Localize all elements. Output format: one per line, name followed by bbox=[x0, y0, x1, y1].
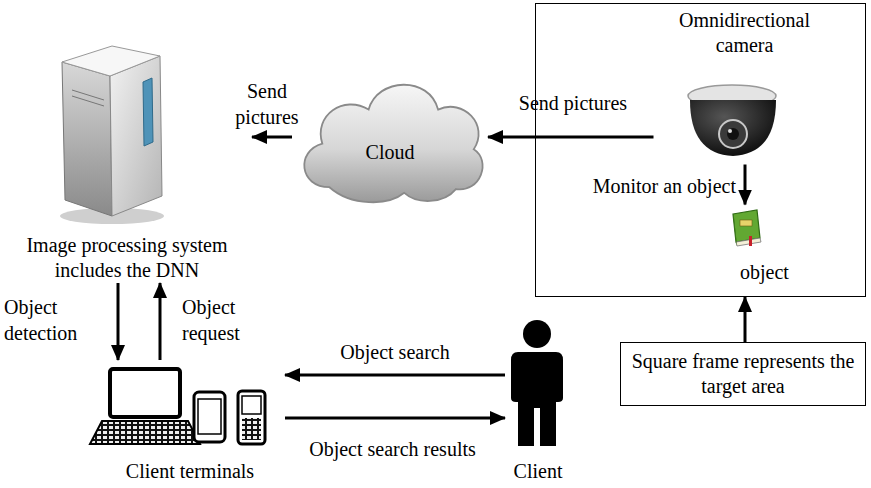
target-area-frame: Omnidirectional camera object bbox=[535, 3, 866, 297]
server-icon bbox=[60, 46, 164, 224]
camera-icon bbox=[688, 85, 776, 156]
edge-label: Object request bbox=[182, 294, 274, 347]
arrow-connector bbox=[252, 136, 292, 139]
cloud-outline bbox=[304, 85, 482, 202]
node-text: Square frame represents the target area bbox=[631, 349, 855, 399]
server-node: Image processing system includes the DNN bbox=[2, 35, 252, 283]
node-text: Omnidirectional camera bbox=[654, 8, 836, 58]
edge-label: Send pictures bbox=[498, 90, 648, 116]
edge-label: Send pictures bbox=[227, 78, 307, 131]
arrow-connector bbox=[159, 283, 162, 360]
node-text: Image processing system includes the DNN bbox=[2, 233, 252, 283]
arrow-connector bbox=[744, 165, 747, 205]
arrow-connector bbox=[488, 136, 654, 139]
arrow-connector bbox=[744, 297, 747, 342]
terminals-node: Client terminals bbox=[95, 360, 285, 484]
arrow-connector bbox=[285, 374, 505, 377]
client-node: Client bbox=[505, 316, 571, 484]
camera-node: Omnidirectional camera bbox=[654, 8, 836, 165]
client-terminal-icons bbox=[90, 369, 265, 444]
book-icon bbox=[733, 210, 761, 246]
edge-label: Object search results bbox=[285, 436, 500, 462]
edge-label: Object detection bbox=[4, 294, 104, 347]
arrow-connector bbox=[285, 417, 505, 420]
cloud-shape bbox=[292, 66, 488, 208]
arrow-connector bbox=[117, 283, 120, 360]
node-text: Client terminals bbox=[126, 459, 254, 484]
node-text: Client bbox=[514, 459, 563, 484]
node-text: Cloud bbox=[366, 140, 415, 165]
cloud-node: Cloud bbox=[292, 66, 488, 208]
edge-label: Monitor an object bbox=[556, 173, 736, 199]
edge-label: Object search bbox=[295, 339, 495, 365]
person-icon bbox=[511, 320, 563, 446]
node-text: object bbox=[740, 260, 789, 285]
object-node: object bbox=[715, 205, 815, 285]
note-box: Square frame represents the target area bbox=[620, 342, 866, 406]
